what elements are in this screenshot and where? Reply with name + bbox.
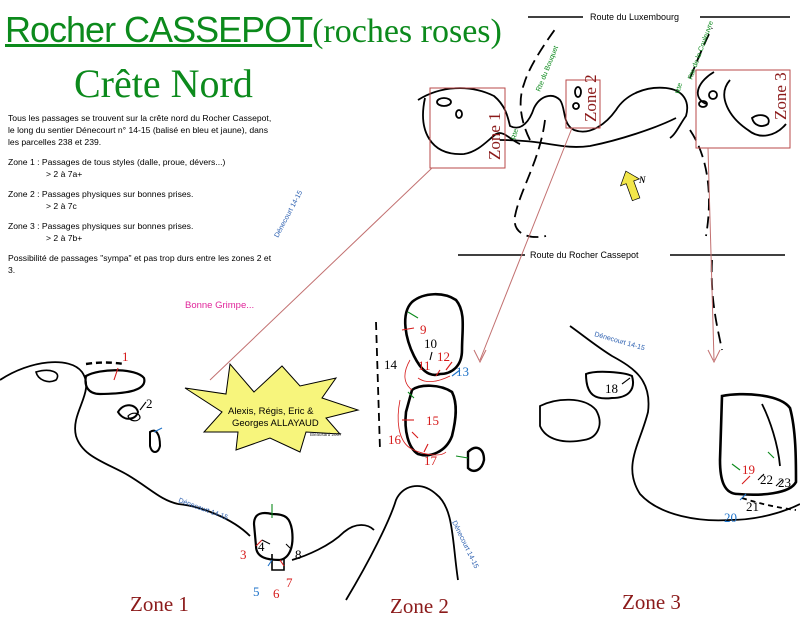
zoom-pointer-heads xyxy=(473,349,721,364)
passage-12: 12 xyxy=(437,349,450,364)
overview-zone-frames xyxy=(429,69,791,169)
overview-zone2-label: Zone 2 xyxy=(581,74,600,122)
passage-9: 9 xyxy=(420,322,427,337)
info-zone1: Zone 1 : Passages de tous styles (dalle,… xyxy=(8,157,226,167)
passage-23: 23 xyxy=(778,475,791,490)
info-zone3: Zone 3 : Passages physiques sur bonnes p… xyxy=(8,221,194,231)
passage-19: 19 xyxy=(742,462,755,477)
title-sub: (roches roses) xyxy=(312,13,502,50)
info-zone2-grade: > 2 à 7c xyxy=(46,201,77,211)
road-cassepot-label: Route du Rocher Cassepot xyxy=(530,250,639,260)
passage-10: 10 xyxy=(424,336,437,351)
zone2-title: Zone 2 xyxy=(390,594,449,618)
info-zone2: Zone 2 : Passages physiques sur bonnes p… xyxy=(8,189,194,199)
zoom-pointer-lines xyxy=(209,127,715,381)
path-denecourt-label: Dénecourt 14-15 xyxy=(274,190,305,239)
zone1-arrows xyxy=(113,367,291,567)
passage-5: 5 xyxy=(253,584,260,599)
passage-18: 18 xyxy=(605,381,618,396)
passage-11: 11 xyxy=(418,358,431,373)
passage-2: 2 xyxy=(146,396,153,411)
overview-zone3-label: Zone 3 xyxy=(771,72,790,120)
passage-3: 3 xyxy=(240,547,247,562)
passage-1: 1 xyxy=(122,349,129,364)
overview-zone1-label: Zone 1 xyxy=(485,112,504,160)
overview-map xyxy=(417,16,790,351)
passage-16: 16 xyxy=(388,432,402,447)
road-small2-label: Rte xyxy=(675,82,684,94)
zone3-detail xyxy=(539,325,800,522)
road-small1-label: Rte xyxy=(511,128,520,140)
page-title: Rocher CASSEPOT(roches roses) xyxy=(5,10,502,52)
zone1-detail xyxy=(0,361,375,571)
passage-7: 7 xyxy=(286,575,293,590)
passage-4: 4 xyxy=(258,539,265,554)
authors-line1: Alexis, Régis, Eric & xyxy=(228,406,314,417)
road-couleuvre-label: Rte de la Couleuvre xyxy=(687,20,715,81)
info-intro: Tous les passages se trouvent sur la crê… xyxy=(8,113,272,147)
zone3-arrows xyxy=(621,377,783,501)
zone1-path-label: Dénecourt 14-15 xyxy=(177,497,228,521)
zone2-arrows xyxy=(401,311,469,459)
bonne-grimpe-text: Bonne Grimpe... xyxy=(185,300,255,311)
zone1-title: Zone 1 xyxy=(130,592,189,616)
authors-star-badge xyxy=(184,362,360,453)
info-zone3-grade: > 2 à 7b+ xyxy=(46,233,83,243)
passage-6: 6 xyxy=(273,586,280,601)
info-zone1-grade: > 2 à 7a+ xyxy=(46,169,83,179)
authors-copyright: Bleausard 2007 xyxy=(310,432,342,437)
zone3-title: Zone 3 xyxy=(622,590,681,614)
passage-17: 17 xyxy=(424,453,438,468)
passage-8: 8 xyxy=(295,547,302,562)
passage-15: 15 xyxy=(426,413,439,428)
info-panel: Tous les passages se trouvent sur la crê… xyxy=(8,112,278,276)
north-arrow-icon xyxy=(619,170,641,202)
north-label: N xyxy=(638,175,646,185)
passage-14: 14 xyxy=(384,357,398,372)
zone2-detail xyxy=(345,292,486,601)
passage-13: 13 xyxy=(456,364,469,379)
passage-21: 21 xyxy=(746,499,759,514)
road-luxembourg-label: Route du Luxembourg xyxy=(590,12,679,22)
authors-line2: Georges ALLAYAUD xyxy=(232,418,319,429)
info-note: Possibilité de passages "sympa" et pas t… xyxy=(8,253,272,275)
passage-20: 20 xyxy=(724,510,737,525)
page-subtitle: Crête Nord xyxy=(74,61,253,106)
title-main: Rocher CASSEPOT xyxy=(5,9,313,50)
passage-22: 22 xyxy=(760,472,773,487)
